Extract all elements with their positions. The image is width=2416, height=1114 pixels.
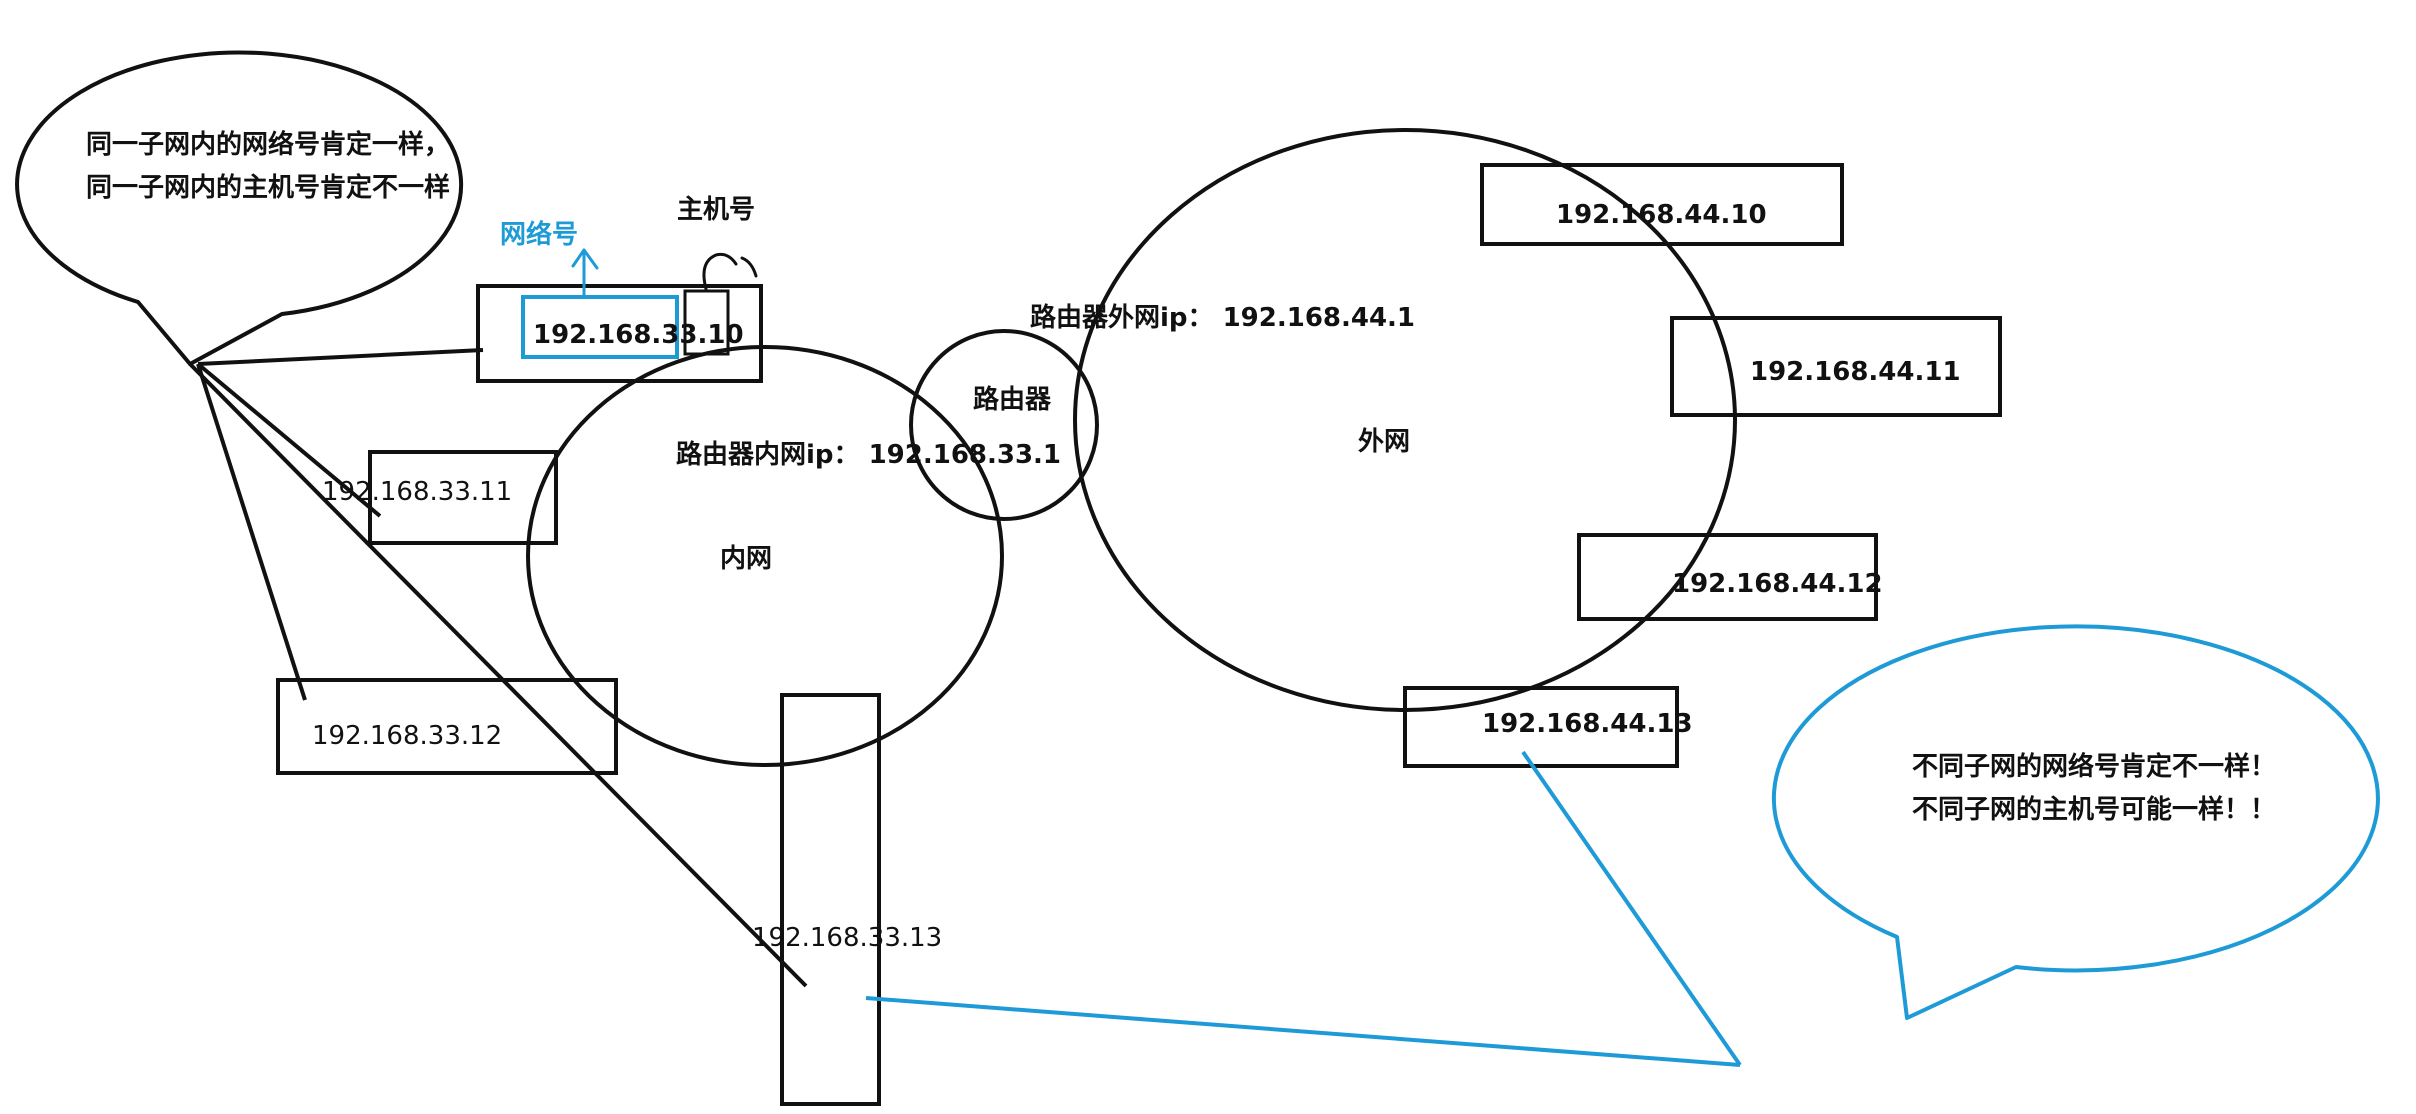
router-outer-ip-label: 路由器外网ip： 192.168.44.1 — [1030, 302, 1415, 333]
blue-pointer-line-to-44-13 — [1521, 750, 1742, 1067]
inner-network-label: 内网 — [720, 544, 772, 574]
host-box-44-10 — [1480, 163, 1844, 246]
host-box-44-11 — [1670, 316, 2002, 417]
blue-pointer-line-to-33-13 — [865, 996, 1741, 1067]
host-ip-33-12: 192.168.33.12 — [312, 721, 502, 751]
host-box-33-12 — [276, 678, 618, 775]
host-box-44-12 — [1577, 533, 1878, 621]
callout-left-line2: 同一子网内的主机号肯定不一样 — [86, 172, 450, 203]
host-box-33-11 — [368, 450, 558, 545]
router-label: 路由器 — [973, 384, 1052, 415]
host-ip-44-10: 192.168.44.10 — [1556, 200, 1767, 230]
router-inner-ip-label: 路由器内网ip： 192.168.33.1 — [676, 439, 1061, 470]
host-ip-44-13: 192.168.44.13 — [1482, 709, 1693, 739]
pointer-line-to-33-12 — [196, 363, 307, 701]
host-box-33-13 — [780, 693, 881, 1106]
pointer-line-to-33-10 — [197, 348, 484, 366]
network-part-highlight — [521, 295, 679, 359]
host-pointer-hook — [702, 252, 758, 291]
router-circle — [909, 329, 1099, 521]
callout-right-line1: 不同子网的网络号肯定不一样！ — [1912, 751, 2276, 782]
host-part-label: 主机号 — [677, 195, 755, 225]
host-ip-33-13: 192.168.33.13 — [752, 923, 942, 953]
callout-bubble-left — [15, 50, 464, 366]
inner-network-circle — [526, 345, 1004, 767]
callout-left-line1: 同一子网内的网络号肯定一样， — [86, 129, 450, 160]
host-ip-44-11: 192.168.44.11 — [1750, 357, 1961, 387]
host-ip-33-10: 192.168.33.10 — [533, 320, 744, 350]
outer-network-label: 外网 — [1358, 427, 1410, 457]
host-box-33-10 — [476, 284, 763, 383]
host-ip-44-12: 192.168.44.12 — [1672, 569, 1883, 599]
pointer-line-to-33-13 — [188, 362, 808, 988]
callout-bubble-right — [1771, 624, 2380, 1020]
pointer-line-to-33-11 — [196, 362, 382, 518]
host-ip-33-11: 192.168.33.11 — [322, 477, 512, 507]
up-arrow-icon — [571, 248, 599, 299]
host-box-44-13 — [1403, 686, 1679, 768]
host-part-highlight — [683, 289, 730, 356]
network-part-label: 网络号 — [500, 219, 578, 250]
callout-right-line2: 不同子网的主机号可能一样！！ — [1912, 794, 2276, 825]
